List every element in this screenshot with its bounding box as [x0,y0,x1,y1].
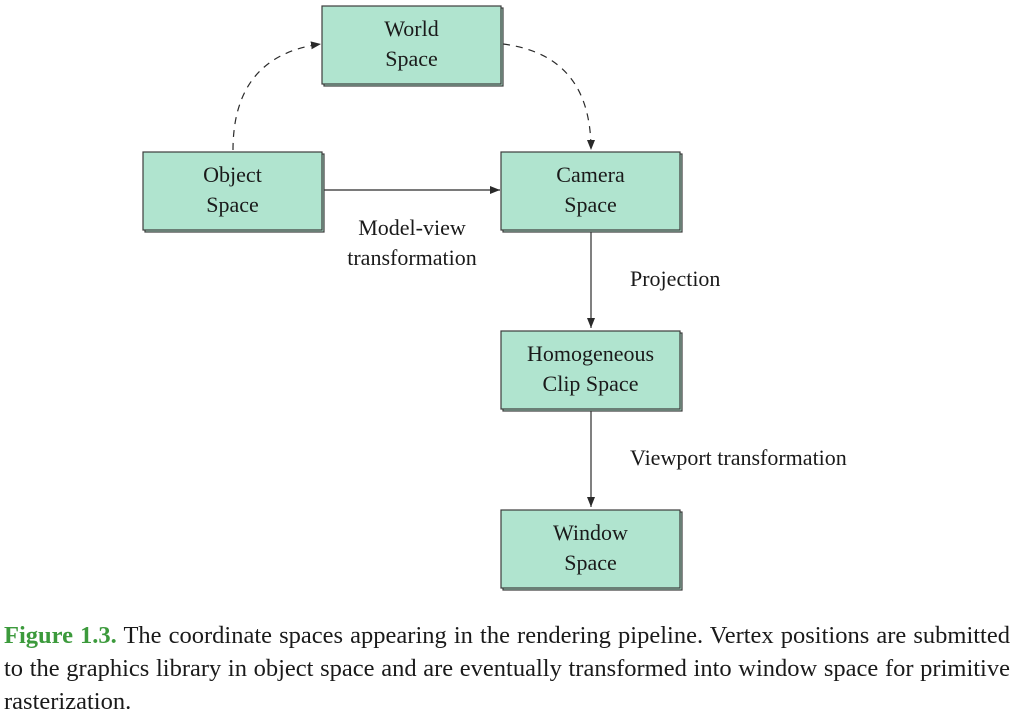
edge-object-to-world [232,41,322,151]
label-viewport-transformation: Viewport transformation [630,445,847,470]
node-camera-space: Camera Space [500,151,683,233]
figure-label: Figure 1.3. [4,622,117,649]
node-world-space: World Space [321,5,504,87]
node-label-line: Object [203,162,262,187]
node-label-line: Space [564,550,617,575]
node-label-line: Camera [556,162,625,187]
node-label-line: Space [206,192,259,217]
label-projection: Projection [630,266,720,291]
node-label-line: Window [553,520,628,545]
node-label-line: Homogeneous [527,341,654,366]
node-label-line: Clip Space [543,371,639,396]
node-label-line: World [384,16,438,41]
caption-text: The coordinate spaces appearing in the r… [4,622,1010,715]
label-model-view: Model-view [358,215,466,240]
node-homogeneous-clip-space: Homogeneous Clip Space [500,330,683,412]
node-label-line: Space [385,46,438,71]
figure-caption: Figure 1.3. The coordinate spaces appear… [4,619,1010,718]
node-object-space: Object Space [142,151,325,233]
label-model-view-transformation: transformation [347,245,477,270]
edge-world-to-camera [502,43,595,151]
node-label-line: Space [564,192,617,217]
node-window-space: Window Space [500,509,683,591]
coordinate-spaces-diagram: World Space Object Space Camera Space Ho… [142,5,847,591]
